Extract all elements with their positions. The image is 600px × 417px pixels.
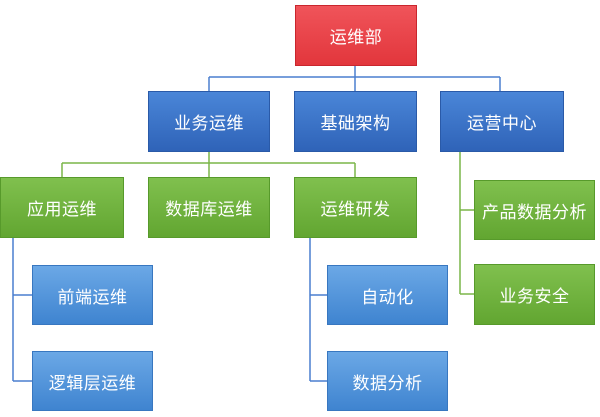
root-node-label: 运维部 <box>329 28 383 48</box>
business-security-node: 业务安全 <box>474 264 595 325</box>
business-ops-label: 业务运维 <box>174 114 244 134</box>
logic-ops-label: 逻辑层运维 <box>48 373 137 394</box>
ops-center-node: 运营中心 <box>440 91 564 152</box>
ops-center-label: 运营中心 <box>467 114 537 134</box>
dev-ops-node: 运维研发 <box>294 177 417 238</box>
automation-label: 自动化 <box>361 287 414 308</box>
automation-node: 自动化 <box>327 265 448 325</box>
dev-ops-label: 运维研发 <box>320 200 391 220</box>
app-ops-label: 应用运维 <box>27 200 97 220</box>
product-analytics-label: 产品数据分析 <box>482 202 587 223</box>
infrastructure-label: 基础架构 <box>320 114 391 134</box>
logic-ops-node: 逻辑层运维 <box>32 351 153 411</box>
business-security-label: 业务安全 <box>499 287 570 307</box>
db-ops-label: 数据库运维 <box>165 200 253 220</box>
business-ops-node: 业务运维 <box>148 91 270 152</box>
data-analysis-label: 数据分析 <box>352 373 423 394</box>
frontend-ops-label: 前端运维 <box>57 287 128 308</box>
app-ops-node: 应用运维 <box>0 177 124 238</box>
root-node: 运维部 <box>295 5 417 66</box>
product-analytics-node: 产品数据分析 <box>474 180 595 240</box>
data-analysis-node: 数据分析 <box>327 351 448 411</box>
db-ops-node: 数据库运维 <box>148 177 270 238</box>
infrastructure-node: 基础架构 <box>294 91 417 152</box>
frontend-ops-node: 前端运维 <box>32 265 153 325</box>
